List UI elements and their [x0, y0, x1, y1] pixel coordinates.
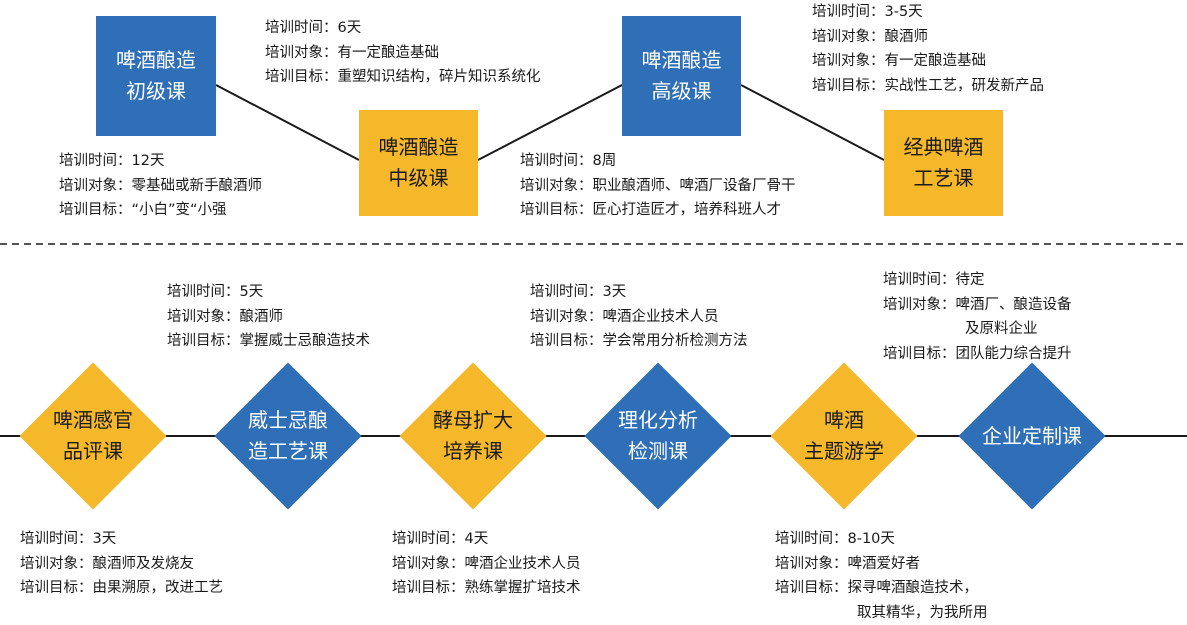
course-title: 啤酒酿造	[378, 135, 459, 159]
info-goal: 培训目标：探寻啤酒酿造技术，	[775, 580, 978, 596]
course-diamond-yeast[interactable]: 酵母扩大 培养课	[399, 362, 547, 510]
info-goal: 培训目标：掌握威士忌酿造技术	[167, 333, 370, 349]
info-time: 培训时间：8-10天	[775, 531, 895, 547]
course-box-beginner[interactable]: 啤酒酿造 初级课	[96, 16, 216, 136]
course-subtitle: 中级课	[388, 166, 449, 190]
course-info-yeast: 培训时间：4天 培训对象：啤酒企业技术人员 培训目标：熟练掌握扩培技术	[392, 527, 581, 601]
course-info-classic: 培训时间：3-5天 培训对象：酿酒师 培训对象：有一定酿造基础 培训目标：实战性…	[812, 0, 1044, 98]
info-goal: 培训目标：实战性工艺，研发新产品	[812, 77, 1044, 94]
info-audience-2: 培训对象：有一定酿造基础	[812, 53, 986, 69]
info-audience: 培训对象：啤酒爱好者	[775, 555, 920, 572]
info-time: 培训时间：12天	[59, 153, 165, 169]
info-audience: 培训对象：酿酒师及发烧友	[20, 555, 194, 572]
course-box-classic[interactable]: 经典啤酒 工艺课	[884, 110, 1003, 216]
course-title: 酵母扩大	[433, 408, 513, 432]
course-diamond-sensory[interactable]: 啤酒感官 品评课	[19, 362, 167, 510]
course-title: 威士忌酿	[248, 408, 328, 432]
course-title: 啤酒酿造	[116, 48, 196, 72]
info-time: 培训时间：8周	[520, 153, 617, 169]
course-title: 啤酒酿造	[641, 48, 722, 72]
info-goal-2: 取其精华，为我所用	[857, 604, 988, 621]
course-subtitle: 品评课	[63, 439, 123, 463]
info-audience-2: 及原料企业	[965, 321, 1038, 337]
course-info-sensory: 培训时间：3天 培训对象：酿酒师及发烧友 培训目标：由果溯原，改进工艺	[20, 527, 223, 601]
course-box-intermediate[interactable]: 啤酒酿造 中级课	[359, 110, 478, 216]
info-goal: 培训目标：“小白”变“小强	[59, 202, 227, 218]
course-diamond-study-tour[interactable]: 啤酒 主题游学	[770, 362, 918, 510]
course-label: 威士忌酿 造工艺课	[206, 384, 370, 488]
course-subtitle: 造工艺课	[248, 439, 328, 463]
course-title: 经典啤酒	[903, 135, 984, 159]
info-goal: 培训目标：由果溯原，改进工艺	[20, 580, 223, 596]
info-audience: 培训对象：有一定酿造基础	[265, 44, 439, 61]
info-audience: 培训对象：零基础或新手酿酒师	[59, 177, 262, 194]
course-info-analysis: 培训时间：3天 培训对象：啤酒企业技术人员 培训目标：学会常用分析检测方法	[530, 280, 748, 354]
course-subtitle: 初级课	[126, 79, 186, 103]
info-goal: 培训目标：匠心打造匠才，培养科班人才	[520, 202, 781, 218]
course-diamond-whisky[interactable]: 威士忌酿 造工艺课	[214, 362, 362, 510]
course-subtitle: 培养课	[443, 439, 503, 463]
info-audience: 培训对象：啤酒企业技术人员	[392, 555, 581, 572]
info-time: 培训时间：5天	[167, 284, 264, 300]
course-title: 啤酒	[824, 408, 864, 432]
info-audience: 培训对象：职业酿酒师、啤酒厂设备厂骨干	[520, 177, 796, 194]
course-subtitle: 高级课	[651, 79, 712, 103]
info-time: 培训时间：4天	[392, 531, 489, 547]
course-box-advanced[interactable]: 啤酒酿造 高级课	[622, 16, 741, 136]
course-diamond-custom[interactable]: 企业定制课	[958, 362, 1106, 510]
connector-line	[477, 84, 623, 161]
info-audience: 培训对象：酿酒师	[812, 28, 928, 45]
course-diamond-analysis[interactable]: 理化分析 检测课	[584, 362, 732, 510]
connector-line	[740, 84, 885, 161]
info-time: 培训时间：待定	[883, 272, 985, 288]
course-label: 酵母扩大 培养课	[391, 384, 555, 488]
course-label: 啤酒 主题游学	[762, 384, 926, 488]
course-label: 理化分析 检测课	[576, 384, 740, 488]
course-title: 啤酒感官	[53, 408, 133, 432]
info-time: 培训时间：3-5天	[812, 4, 923, 20]
info-time: 培训时间：6天	[265, 20, 362, 36]
connector-line	[215, 84, 360, 161]
info-goal: 培训目标：重塑知识结构，碎片知识系统化	[265, 69, 541, 85]
info-goal: 培训目标：熟练掌握扩培技术	[392, 580, 581, 596]
course-subtitle: 工艺课	[913, 166, 974, 190]
course-info-advanced: 培训时间：8周 培训对象：职业酿酒师、啤酒厂设备厂骨干 培训目标：匠心打造匠才，…	[520, 149, 796, 223]
info-goal: 培训目标：学会常用分析检测方法	[530, 333, 748, 349]
info-audience: 培训对象：啤酒企业技术人员	[530, 308, 719, 325]
course-title: 企业定制课	[982, 423, 1082, 448]
course-subtitle: 主题游学	[804, 439, 884, 463]
course-info-custom: 培训时间：待定 培训对象：啤酒厂、酿造设备 及原料企业 培训目标：团队能力综合提…	[883, 268, 1072, 366]
course-info-beginner: 培训时间：12天 培训对象：零基础或新手酿酒师 培训目标：“小白”变“小强	[59, 149, 262, 223]
course-info-intermediate: 培训时间：6天 培训对象：有一定酿造基础 培训目标：重塑知识结构，碎片知识系统化	[265, 16, 541, 90]
course-label: 企业定制课	[950, 384, 1114, 488]
info-goal: 培训目标：团队能力综合提升	[883, 345, 1072, 362]
course-subtitle: 检测课	[628, 439, 688, 463]
course-label: 啤酒感官 品评课	[11, 384, 175, 488]
info-time: 培训时间：3天	[530, 284, 627, 300]
info-time: 培训时间：3天	[20, 531, 117, 547]
course-title: 理化分析	[618, 408, 698, 432]
course-info-study-tour: 培训时间：8-10天 培训对象：啤酒爱好者 培训目标：探寻啤酒酿造技术， 取其精…	[775, 527, 988, 625]
course-info-whisky: 培训时间：5天 培训对象：酿酒师 培训目标：掌握威士忌酿造技术	[167, 280, 370, 354]
info-audience: 培训对象：酿酒师	[167, 308, 283, 325]
info-audience: 培训对象：啤酒厂、酿造设备	[883, 296, 1072, 313]
